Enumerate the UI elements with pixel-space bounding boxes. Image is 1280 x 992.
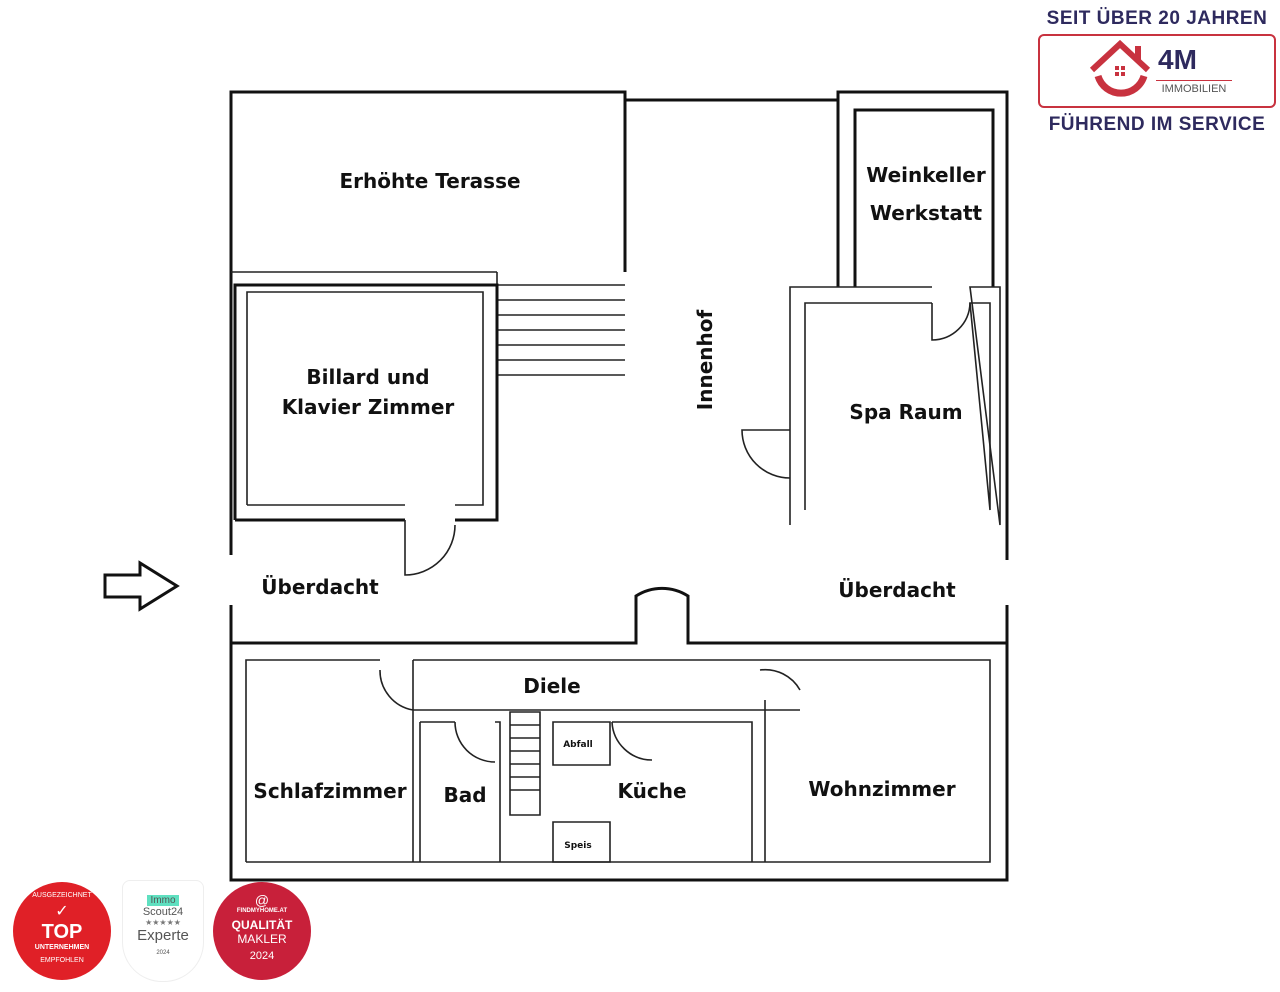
room-label-speis: Speis <box>564 841 591 851</box>
room-label-wohnzimmer: Wohnzimmer <box>808 777 955 801</box>
logo-box: 4M IMMOBILIEN <box>1038 34 1276 108</box>
badge-main2: MAKLER <box>237 932 287 946</box>
logo-tagline-top: SEIT ÜBER 20 JAHREN <box>1046 8 1268 29</box>
room-label-werkstatt: Werkstatt <box>870 201 983 225</box>
check-icon: ✓ <box>55 903 69 920</box>
badge-findmyhome: @ FINDMYHOME.AT QUALITÄT MAKLER 2024 <box>213 882 311 980</box>
room-label-abfall: Abfall <box>563 740 593 750</box>
badge-main: TOP <box>41 921 83 943</box>
badge-year: 2024 <box>249 950 275 962</box>
room-label-innenhof: Innenhof <box>693 310 717 411</box>
area-label-covered-right: Überdacht <box>838 578 956 602</box>
room-label-kueche: Küche <box>617 779 686 803</box>
company-logo: SEIT ÜBER 20 JAHREN 4M IMMOBILIEN FÜHREN… <box>1036 8 1278 136</box>
lower-block-walls <box>229 586 1009 882</box>
room-label-weinkeller: Weinkeller <box>866 163 986 187</box>
logo-brand: 4M <box>1158 44 1197 75</box>
badge-main1: QUALITÄT <box>231 918 293 932</box>
logo-tagline-bottom: FÜHREND IM SERVICE <box>1048 114 1266 135</box>
house-icon <box>1089 39 1151 97</box>
room-label-spa: Spa Raum <box>849 400 962 424</box>
upper-block-walls <box>229 90 1009 643</box>
badge-top-unternehmen: AUSGEZEICHNET ✓ TOP UNTERNEHMEN EMPFOHLE… <box>13 882 111 980</box>
area-label-covered-left: Überdacht <box>261 575 379 599</box>
badge-brand: FINDMYHOME.AT <box>236 908 288 914</box>
room-label-terrace: Erhöhte Terasse <box>339 169 520 193</box>
star-rating-icon: ★★★★★ <box>145 918 181 927</box>
room-label-schlafzimmer: Schlafzimmer <box>253 779 406 803</box>
room-label-bad: Bad <box>443 783 486 807</box>
badge-ring-top: AUSGEZEICHNET <box>32 892 92 899</box>
badge-ring-bottom: EMPFOHLEN <box>40 957 84 964</box>
at-icon: @ <box>254 892 270 908</box>
badge-sub: UNTERNEHMEN <box>34 944 90 951</box>
logo-brand-sub: IMMOBILIEN <box>1156 80 1232 95</box>
badge-main: Experte <box>137 927 189 944</box>
entrance-arrow-icon <box>103 560 180 612</box>
badge-brand2: Scout24 <box>142 906 184 918</box>
badge-brand1: Immo <box>147 895 179 906</box>
room-label-diele: Diele <box>523 674 580 698</box>
room-label-billard: Billard und <box>306 365 429 389</box>
room-label-klavier: Klavier Zimmer <box>282 395 455 419</box>
badge-year: 2024 <box>156 950 170 956</box>
badge-immoscout: Immo Scout24 ★★★★★ Experte 2024 <box>122 880 204 982</box>
